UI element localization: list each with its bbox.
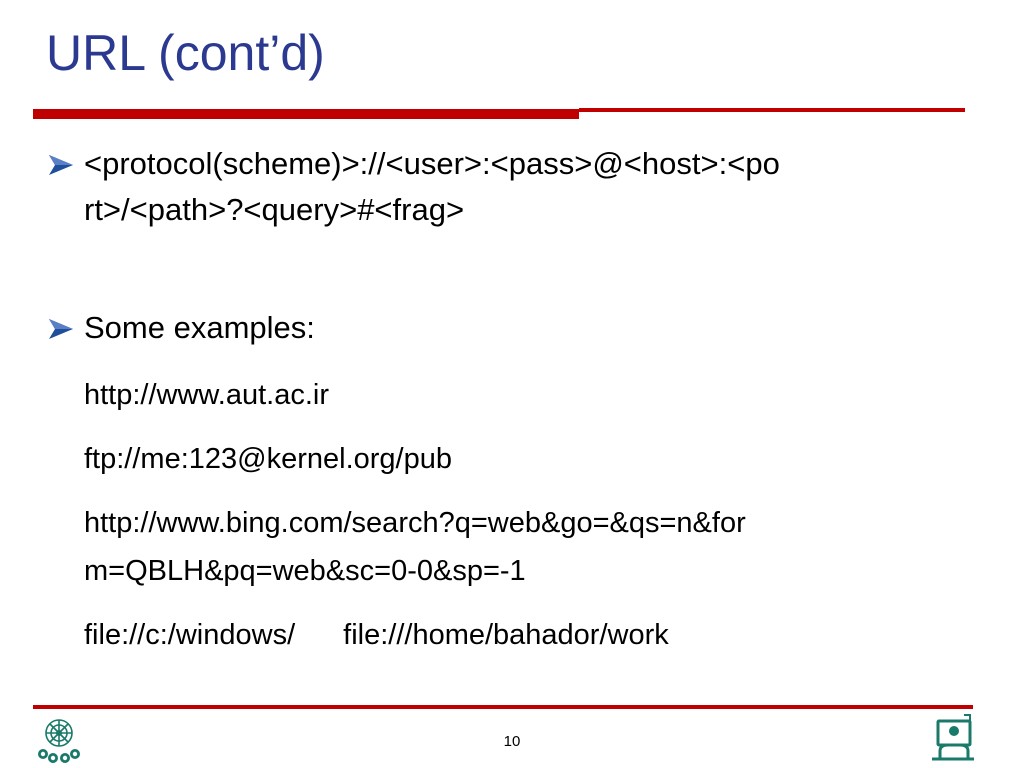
example-url-continued: m=QBLH&pq=web&sc=0-0&sp=-1 bbox=[84, 555, 526, 587]
example-url: ftp://me:123@kernel.org/pub bbox=[84, 443, 452, 475]
example-file-url: file://c:/windows/ bbox=[84, 619, 296, 651]
example-url: http://www.aut.ac.ir bbox=[84, 379, 329, 411]
university-emblem-icon bbox=[38, 719, 80, 763]
example-url: http://www.bing.com/search?q=web&go=&qs=… bbox=[84, 507, 746, 539]
bullet-line: <protocol(scheme)>://<user>:<pass>@<host… bbox=[84, 146, 780, 181]
bullet-line: Some examples: bbox=[84, 310, 315, 345]
slide-title: URL (cont’d) bbox=[46, 25, 325, 81]
title-underline-thick bbox=[33, 109, 579, 119]
arrowhead-bullet-icon bbox=[49, 155, 73, 175]
computer-user-icon bbox=[932, 714, 974, 761]
title-underline-thin bbox=[579, 108, 965, 112]
footer-rule bbox=[33, 705, 973, 709]
page-number: 10 bbox=[503, 733, 521, 750]
example-file-urls: file://c:/windows/file:///home/bahador/w… bbox=[84, 612, 669, 658]
bullet-line: rt>/<path>?<query>#<frag> bbox=[84, 192, 465, 227]
arrowhead-bullet-icon bbox=[49, 319, 73, 339]
example-file-url: file:///home/bahador/work bbox=[343, 619, 669, 651]
